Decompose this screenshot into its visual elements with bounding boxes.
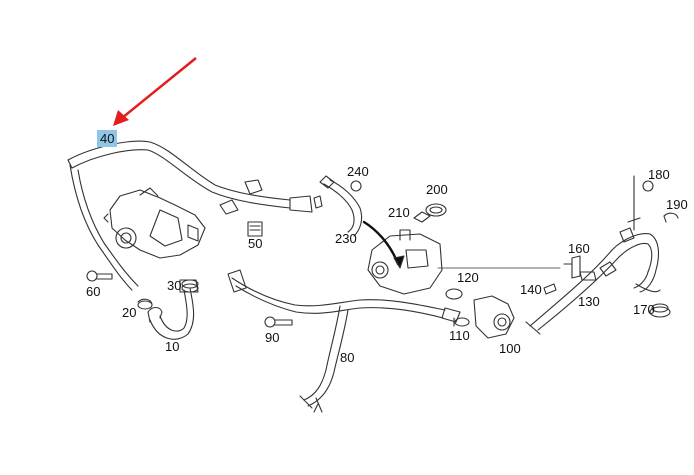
callout-170: 170 (633, 302, 655, 317)
callout-240: 240 (347, 164, 369, 179)
callout-180: 180 (648, 167, 670, 182)
clamp-190 (663, 212, 679, 223)
clip-50 (247, 221, 263, 237)
callout-140: 140 (520, 282, 542, 297)
pipe-40 (67, 140, 323, 291)
bolt-180 (627, 175, 654, 231)
egr-valve (367, 229, 443, 295)
pipe-130 (525, 227, 661, 335)
callout-100: 100 (499, 341, 521, 356)
clamp-20 (137, 300, 153, 310)
callout-80: 80 (340, 350, 355, 365)
clamp-170 (649, 303, 671, 318)
clamp-210 (413, 211, 431, 223)
callout-190: 190 (666, 197, 688, 212)
callout-40[interactable]: 40 (97, 130, 118, 147)
valve-100 (473, 295, 515, 339)
callout-230: 230 (335, 231, 357, 246)
callout-20: 20 (122, 305, 137, 320)
egr-cooler-assembly (103, 187, 206, 259)
clamp-110 (453, 317, 470, 327)
callout-120: 120 (457, 270, 479, 285)
pipe-80 (227, 269, 461, 413)
pointer-arrowhead (393, 255, 405, 269)
hose-230 (319, 175, 363, 237)
bolt-60 (86, 270, 113, 282)
callout-110: 110 (449, 328, 470, 343)
callout-60: 60 (86, 284, 101, 299)
clamp-200 (425, 203, 447, 217)
callout-50: 50 (248, 236, 263, 251)
clip-160 (563, 255, 581, 279)
callout-30: 30 (167, 278, 182, 293)
clamp-30 (181, 279, 199, 293)
callout-160: 160 (568, 241, 590, 256)
callout-90: 90 (265, 330, 280, 345)
callout-10: 10 (165, 339, 180, 354)
clip-140 (543, 283, 557, 295)
callout-130: 130 (578, 294, 600, 309)
annotation-arrow (113, 57, 197, 126)
callout-200: 200 (426, 182, 448, 197)
clamp-120 (445, 288, 463, 300)
bolt-90 (264, 316, 293, 328)
callout-210: 210 (388, 205, 410, 220)
